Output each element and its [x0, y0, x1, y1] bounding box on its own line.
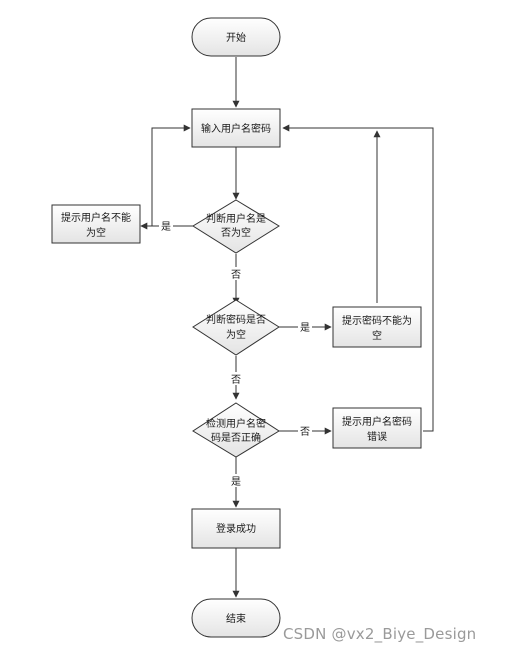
password-empty-label-1: 提示密码不能为 [342, 314, 412, 327]
username-empty-label-1: 提示用户名不能 [61, 211, 131, 224]
edge-label-no-username: 否 [231, 269, 241, 281]
check-username-label-2: 否为空 [221, 226, 251, 239]
edge-label-yes-verify: 是 [231, 476, 241, 488]
end-label: 结束 [226, 612, 246, 625]
username-empty-box [51, 204, 141, 244]
verify-label-1: 检测用户名密 [206, 417, 266, 430]
check-username-diamond [192, 199, 280, 254]
input-box [191, 108, 281, 148]
verify-error-label-2: 错误 [367, 430, 387, 443]
verify-label-2: 码是否正确 [211, 431, 261, 444]
password-empty-label-2: 空 [372, 329, 382, 342]
watermark: CSDN @vx2_Biye_Design [283, 625, 477, 643]
end-node [191, 598, 281, 638]
edge-label-no-password: 否 [231, 374, 241, 386]
verify-diamond [192, 402, 280, 458]
success-box [191, 508, 281, 549]
check-username-label-1: 判断用户名是 [206, 212, 266, 225]
edge-label-yes-password: 是 [300, 322, 310, 334]
success-label: 登录成功 [216, 522, 256, 535]
edge-label-yes-username: 是 [161, 221, 171, 233]
check-password-label-2: 为空 [226, 328, 246, 341]
check-password-label-1: 判断密码是否 [206, 313, 266, 326]
start-node [191, 17, 281, 57]
edge-username-retry [151, 124, 191, 226]
username-empty-label-2: 为空 [86, 226, 106, 239]
password-empty-box [332, 306, 422, 348]
check-password-diamond [192, 299, 280, 356]
edge-labels: 是 否 是 否 否 是 [159, 219, 312, 488]
edge-verify-retry [282, 124, 434, 432]
edge-label-no-verify: 否 [300, 426, 310, 438]
start-label: 开始 [226, 31, 246, 44]
verify-error-label-1: 提示用户名密码 [342, 415, 412, 428]
input-label: 输入用户名密码 [201, 122, 271, 135]
verify-error-box [332, 407, 422, 449]
